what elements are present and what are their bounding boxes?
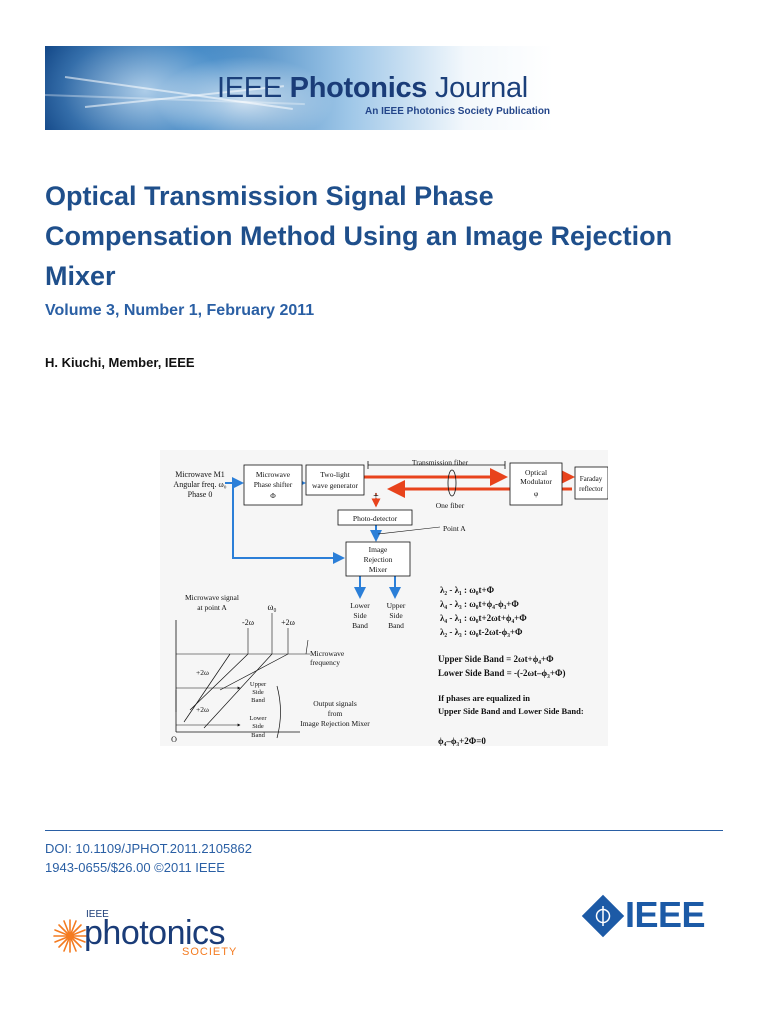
lsb-label-2: Side: [353, 611, 367, 620]
origin-label: O: [171, 735, 177, 744]
journal-subtitle: An IEEE Photonics Society Publication: [365, 106, 551, 117]
mw-frequency-label-1: Microwave: [310, 649, 345, 658]
condition-equation: ϕ₄–ϕ₃+2Φ=0: [438, 736, 486, 746]
lsb-small-label-3: Band: [251, 732, 265, 739]
reference-path-arrow: [232, 483, 345, 564]
photo-detector-box: [337, 509, 413, 526]
irm-label-2: Rejection: [364, 555, 393, 564]
plus-sign: +: [373, 491, 379, 502]
usb-label-3: Band: [388, 621, 404, 630]
modulator-label-3: φ: [534, 489, 539, 498]
faraday-reflector-box: [574, 466, 608, 500]
paper-title: Optical Transmission Signal Phase Compen…: [45, 181, 673, 291]
phase-shifter-box: [243, 464, 303, 506]
system-diagram-figure: Microwave M1 Angular freq. ω₀ Phase 0 Tr…: [160, 450, 608, 746]
society-society-label: SOCIETY: [182, 946, 238, 958]
usb-label-2: Side: [389, 611, 403, 620]
mw-frequency-label-2: frequency: [310, 658, 340, 667]
omega0-label: ω₀: [267, 602, 276, 612]
source-label-2: Angular freq. ω₀: [173, 480, 226, 489]
minus-2w-label: -2ω: [242, 618, 254, 627]
journal-title-photonics: Photonics: [289, 72, 428, 104]
footer-rule: [45, 830, 723, 831]
two-light-generator-box: [305, 464, 365, 496]
phase-shifter-label-3: Φ: [270, 491, 276, 500]
doi: DOI: 10.1109/JPHOT.2011.2105862: [45, 841, 252, 856]
modulator-label-1: Optical: [525, 468, 547, 477]
photonics-society-starburst-icon: [53, 919, 87, 953]
point-a-label: Point A: [443, 524, 466, 533]
source-label-3: Phase 0: [188, 490, 213, 499]
mw-signal-label-2: at point A: [197, 603, 227, 612]
lsb-equation: Lower Side Band = -(-2ωt–ϕ₃+Φ): [438, 668, 565, 678]
irm-label-3: Mixer: [369, 565, 388, 574]
society-photonics-label: photonics: [84, 914, 226, 952]
one-fiber-label: One fiber: [436, 501, 465, 510]
ieee-logo-text: IEEE: [625, 894, 706, 935]
condition-line-1: If phases are equalized in: [438, 693, 530, 703]
plus-2w-upper: +2ω: [196, 668, 209, 677]
usb-label-1: Upper: [387, 601, 406, 610]
usb-equation: Upper Side Band = 2ωt+ϕ₄+Φ: [438, 654, 554, 664]
lsb-label-3: Band: [352, 621, 368, 630]
fiber-coil-icon: [447, 469, 457, 497]
irm-label-1: Image: [369, 545, 388, 554]
condition-line-2: Upper Side Band and Lower Side Band:: [438, 706, 584, 716]
lsb-label-1: Lower: [350, 601, 370, 610]
output-label-1: Output signals: [313, 699, 357, 708]
output-label-3: Image Rejection Mixer: [300, 719, 370, 728]
image-rejection-mixer-box: [345, 541, 411, 577]
plus-2w-label: +2ω: [281, 618, 295, 627]
issn-copyright: 1943-0655/$26.00 ©2011 IEEE: [45, 860, 225, 875]
equation-4: λ₂ - λ₃ : ω₀t-2ωt-ϕ₃+Φ: [440, 627, 523, 637]
ieee-diamond-icon: [581, 894, 625, 938]
journal-title-ieee: IEEE: [217, 72, 290, 104]
lsb-small-label-1: Lower: [250, 715, 268, 722]
equation-1: λ₂ - λ₁ : ω₀t+Φ: [440, 585, 495, 595]
transmission-fiber-label: Transmission fiber: [412, 458, 469, 467]
photo-detector-label: Photo-detector: [353, 514, 398, 523]
usb-small-label-2: Side: [252, 689, 264, 696]
mw-signal-label-1: Microwave signal: [185, 593, 239, 602]
society-ieee-label: IEEE: [86, 909, 109, 920]
source-label-1: Microwave M1: [175, 470, 225, 479]
usb-small-label-1: Upper: [250, 681, 267, 688]
author: H. Kiuchi, Member, IEEE: [45, 355, 195, 370]
faraday-label-1: Faraday: [580, 475, 603, 483]
system-diagram: Microwave M1 Angular freq. ω₀ Phase 0 Tr…: [171, 458, 608, 746]
lsb-small-label-2: Side: [252, 723, 264, 730]
phase-shifter-label-1: Microwave: [256, 470, 291, 479]
modulator-label-2: Modulator: [520, 477, 552, 486]
journal-title-journal: Journal: [427, 72, 528, 104]
equation-3: λ₄ - λ₁ : ω₀t+2ωt+ϕ₄+Φ: [440, 613, 527, 623]
plus-2w-lower: +2ω: [196, 705, 209, 714]
volume-info: Volume 3, Number 1, February 2011: [45, 302, 315, 319]
output-brace: [276, 685, 281, 739]
journal-banner: [45, 46, 723, 130]
two-light-label-1: Two-light: [320, 470, 350, 479]
optical-modulator-box: [509, 462, 563, 506]
two-light-label-2: wave generator: [312, 481, 359, 490]
journal-title: IEEE Photonics Journal: [217, 72, 528, 105]
usb-small-label-3: Band: [251, 697, 265, 704]
phase-shifter-label-2: Phase shifter: [254, 480, 293, 489]
faraday-label-2: reflector: [579, 485, 603, 493]
equation-2: λ₄ - λ₃ : ω₀t+ϕ₄-ϕ₃+Φ: [440, 599, 519, 609]
output-label-2: from: [328, 709, 343, 718]
